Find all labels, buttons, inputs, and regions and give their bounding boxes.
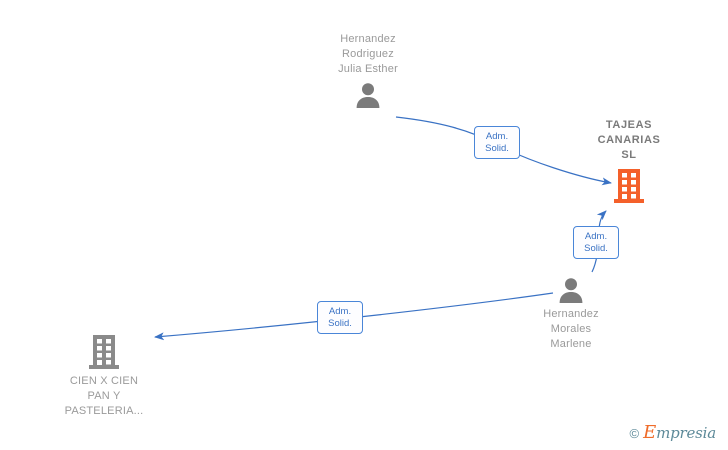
edge-label-line2: Solid. [584,243,608,254]
edge-label-line1: Adm. [485,131,509,142]
edge-label-line1: Adm. [328,306,352,317]
edge-label-marlene-to-tajeas[interactable]: Adm. Solid. [573,226,619,259]
brand-name: Empresia [643,424,716,442]
node-company-cien-x-cien[interactable]: CIEN X CIEN PAN Y PASTELERIA... [44,334,164,419]
person-icon [356,83,380,108]
edge-label-julia-to-tajeas[interactable]: Adm. Solid. [474,126,520,159]
edge-label-line2: Solid. [328,318,352,329]
building-icon [89,335,119,369]
brand-rest: mpresia [656,424,716,442]
person-icon [559,278,583,303]
empresia-watermark: © Empresia [629,424,717,442]
edge-label-line2: Solid. [485,143,509,154]
node-label-company-cien-x-cien: CIEN X CIEN PAN Y PASTELERIA... [64,375,144,417]
node-person-julia-esther[interactable]: Hernandez Rodriguez Julia Esther [308,32,428,109]
node-person-marlene[interactable]: Hernandez Morales Marlene [511,276,631,352]
brand-initial: E [643,422,657,443]
node-label-company-tajeas-canarias: TAJEAS CANARIAS SL [597,119,661,161]
edge-label-marlene-to-cien-x-cien[interactable]: Adm. Solid. [317,301,363,334]
building-icon [614,169,644,203]
node-label-person-julia-esther: Hernandez Rodriguez Julia Esther [338,33,398,75]
copyright-icon: © [629,425,640,441]
node-label-person-marlene: Hernandez Morales Marlene [543,308,599,350]
node-company-tajeas-canarias[interactable]: TAJEAS CANARIAS SL [569,118,689,204]
edge-path-marlene-to-cienxcien [154,292,554,341]
edge-label-line1: Adm. [584,231,608,242]
